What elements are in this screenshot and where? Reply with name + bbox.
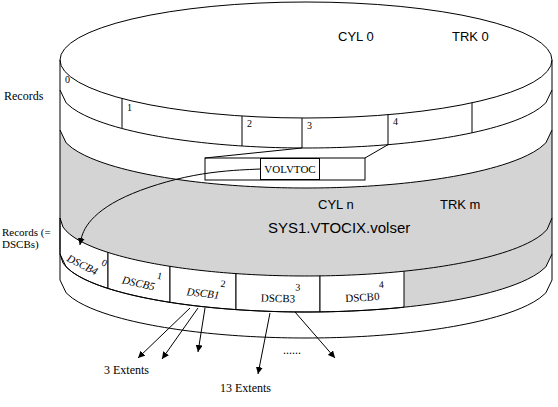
pointer-arrow xyxy=(80,169,260,245)
ellipsis: ...... xyxy=(283,344,301,357)
zoom-line xyxy=(205,148,302,158)
dscb-name: DSCB0 xyxy=(340,290,385,305)
cylinder-arc xyxy=(60,90,552,148)
dscb-record: 1DSCB5 xyxy=(115,262,162,296)
record-divider xyxy=(242,116,243,146)
cylinder-arc xyxy=(60,280,552,338)
dscb-name: DSCB5 xyxy=(116,272,161,293)
dscb-record: 2DSCB1 xyxy=(180,274,225,304)
record-name: VOLVTOC xyxy=(264,163,315,175)
cylinder-side xyxy=(552,60,553,280)
dscb-cell xyxy=(108,252,170,302)
record-divider xyxy=(472,103,473,133)
cylinder-arc xyxy=(60,130,552,188)
dscb-cell xyxy=(170,266,236,309)
record-number: 3 xyxy=(307,120,312,131)
extent-arrow xyxy=(198,308,205,352)
extent-arrow xyxy=(295,312,335,358)
record-number: 3 xyxy=(256,280,301,292)
record-number: 0 xyxy=(65,74,70,85)
cylinder-top xyxy=(60,2,552,118)
dscb-record: 0DSCB4 xyxy=(59,240,109,282)
track-caption: Records xyxy=(4,90,43,103)
track-address: TRK 0 xyxy=(452,30,489,44)
record-divider xyxy=(302,118,303,148)
zoom-line xyxy=(365,145,388,158)
dscb-cell xyxy=(60,218,108,288)
vtocix-track-band xyxy=(60,130,552,312)
record-divider xyxy=(388,115,389,145)
dataset-name: SYS1.VTOCIX.volser xyxy=(268,220,410,237)
dscb-record: 4DSCB0 xyxy=(339,279,385,306)
dscb-name: DSCB3 xyxy=(256,291,301,304)
extent-count: 3 Extents xyxy=(104,364,149,377)
cylinder-address: CYL n xyxy=(318,198,354,212)
track-caption: Records (= DSCBs) xyxy=(2,226,58,250)
extent-count: 13 Extents xyxy=(220,382,271,395)
dscb-record: 3DSCB3 xyxy=(256,280,301,306)
dscb-cell xyxy=(320,271,404,312)
dscb-name: DSCB1 xyxy=(180,285,224,302)
record-number: 2 xyxy=(247,118,252,129)
track-line xyxy=(404,218,552,271)
extent-arrow xyxy=(138,308,190,358)
record-number: 4 xyxy=(393,116,398,127)
dscb-cell xyxy=(236,274,320,312)
track-address: TRK m xyxy=(440,198,480,212)
cylinder-address: CYL 0 xyxy=(338,30,374,44)
volvtoc-record: VOLVTOC xyxy=(260,158,319,180)
record-number: 1 xyxy=(127,102,132,113)
extent-arrow xyxy=(258,313,270,374)
extent-arrow xyxy=(162,308,198,359)
cylinder-side xyxy=(60,60,61,280)
dscb-name: DSCB4 xyxy=(60,250,104,280)
cylinder-arc xyxy=(60,254,552,312)
record-zoom-box xyxy=(205,158,365,180)
record-divider xyxy=(122,98,123,128)
